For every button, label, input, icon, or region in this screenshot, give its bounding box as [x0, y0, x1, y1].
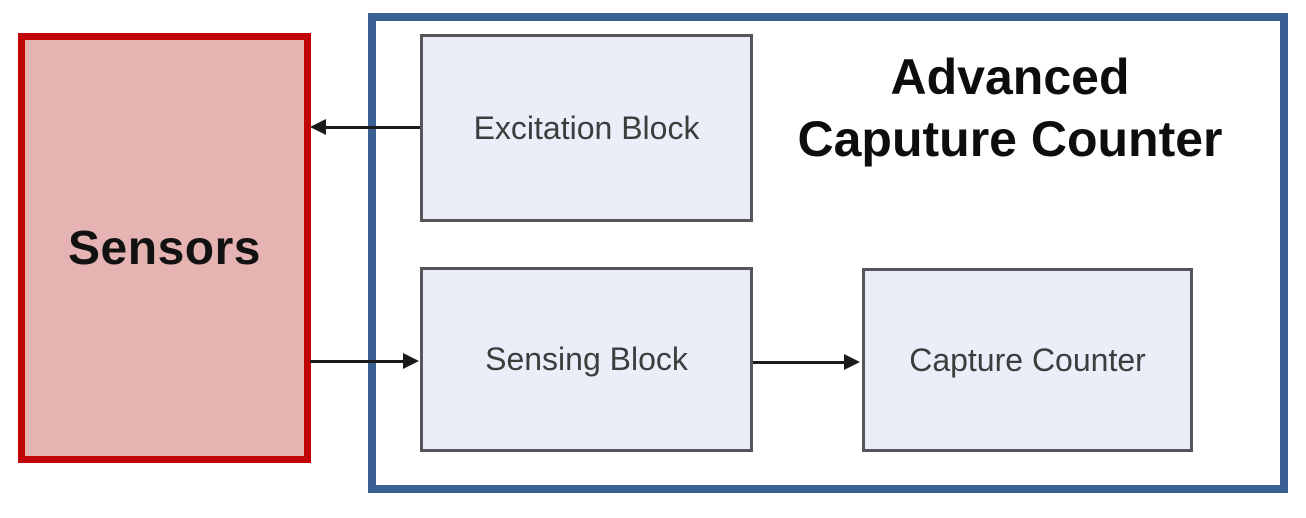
sensors-label: Sensors — [68, 221, 261, 275]
capture-counter-block-label: Capture Counter — [909, 341, 1146, 378]
sensors-box: Sensors — [18, 33, 311, 463]
excitation-block-label: Excitation Block — [473, 109, 700, 146]
arrow-shaft — [753, 361, 846, 364]
capture-counter-block: Capture Counter — [862, 268, 1193, 452]
sensing-block-label: Sensing Block — [485, 341, 688, 377]
container-title-line1: Advanced — [890, 49, 1130, 105]
arrow-right-head-icon — [844, 354, 860, 370]
arrow-shaft — [324, 126, 420, 129]
arrow-left-head-icon — [310, 119, 326, 135]
arrow-shaft — [310, 360, 405, 363]
container-title: Advanced Caputure Counter — [740, 46, 1280, 170]
sensing-block: Sensing Block — [420, 267, 753, 452]
container-title-line2: Caputure Counter — [797, 111, 1223, 167]
excitation-block: Excitation Block — [420, 34, 753, 222]
arrow-right-head-icon — [403, 353, 419, 369]
